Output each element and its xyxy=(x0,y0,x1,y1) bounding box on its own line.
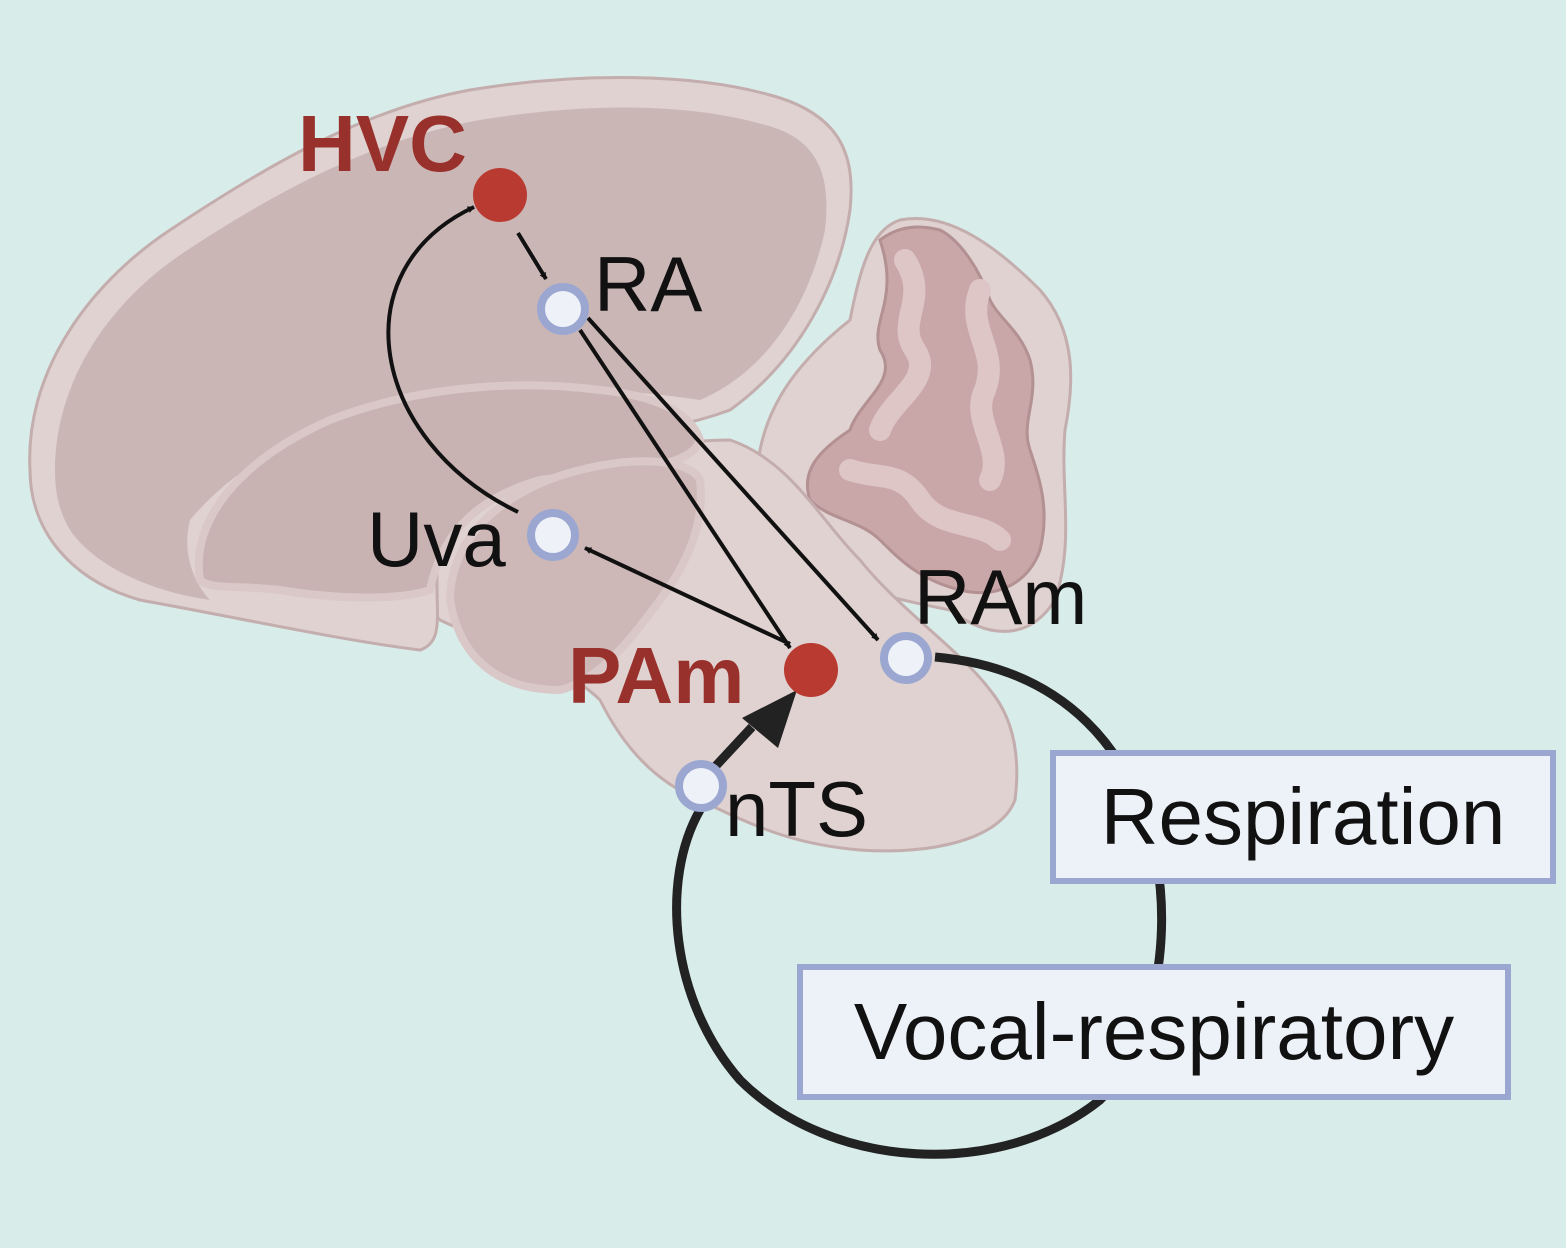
pam-node xyxy=(784,643,838,697)
ram-node xyxy=(880,632,932,684)
ra-label: RA xyxy=(594,240,703,328)
respiration-box: Respiration xyxy=(1050,750,1556,884)
ra-node xyxy=(537,283,589,335)
cerebellum xyxy=(757,217,1073,633)
cerebrum-inner xyxy=(55,107,827,600)
arrow-ra-to-ram xyxy=(586,316,880,642)
pam-label: PAm xyxy=(568,631,745,720)
nts-node xyxy=(675,760,727,812)
hvc-label: HVC xyxy=(298,99,467,188)
arrow-ra-to-pam xyxy=(578,328,792,650)
ram-label: RAm xyxy=(914,553,1088,641)
hvc-node xyxy=(473,168,527,222)
arrow-nts-to-pam-shaft xyxy=(708,723,756,774)
arrow-pam-to-uva xyxy=(584,546,791,646)
uva-label: Uva xyxy=(367,495,506,583)
nts-label: nTS xyxy=(725,765,869,853)
arrow-uva-to-hvc xyxy=(386,205,519,514)
arrow-nts-to-pam-head xyxy=(742,690,797,748)
midbrain-lobe xyxy=(445,457,705,695)
uva-node xyxy=(527,509,579,561)
vocal-respiratory-box: Vocal-respiratory xyxy=(797,964,1511,1100)
arrow-hvc-to-ra xyxy=(516,231,548,281)
thalamus-lobe xyxy=(194,381,705,602)
